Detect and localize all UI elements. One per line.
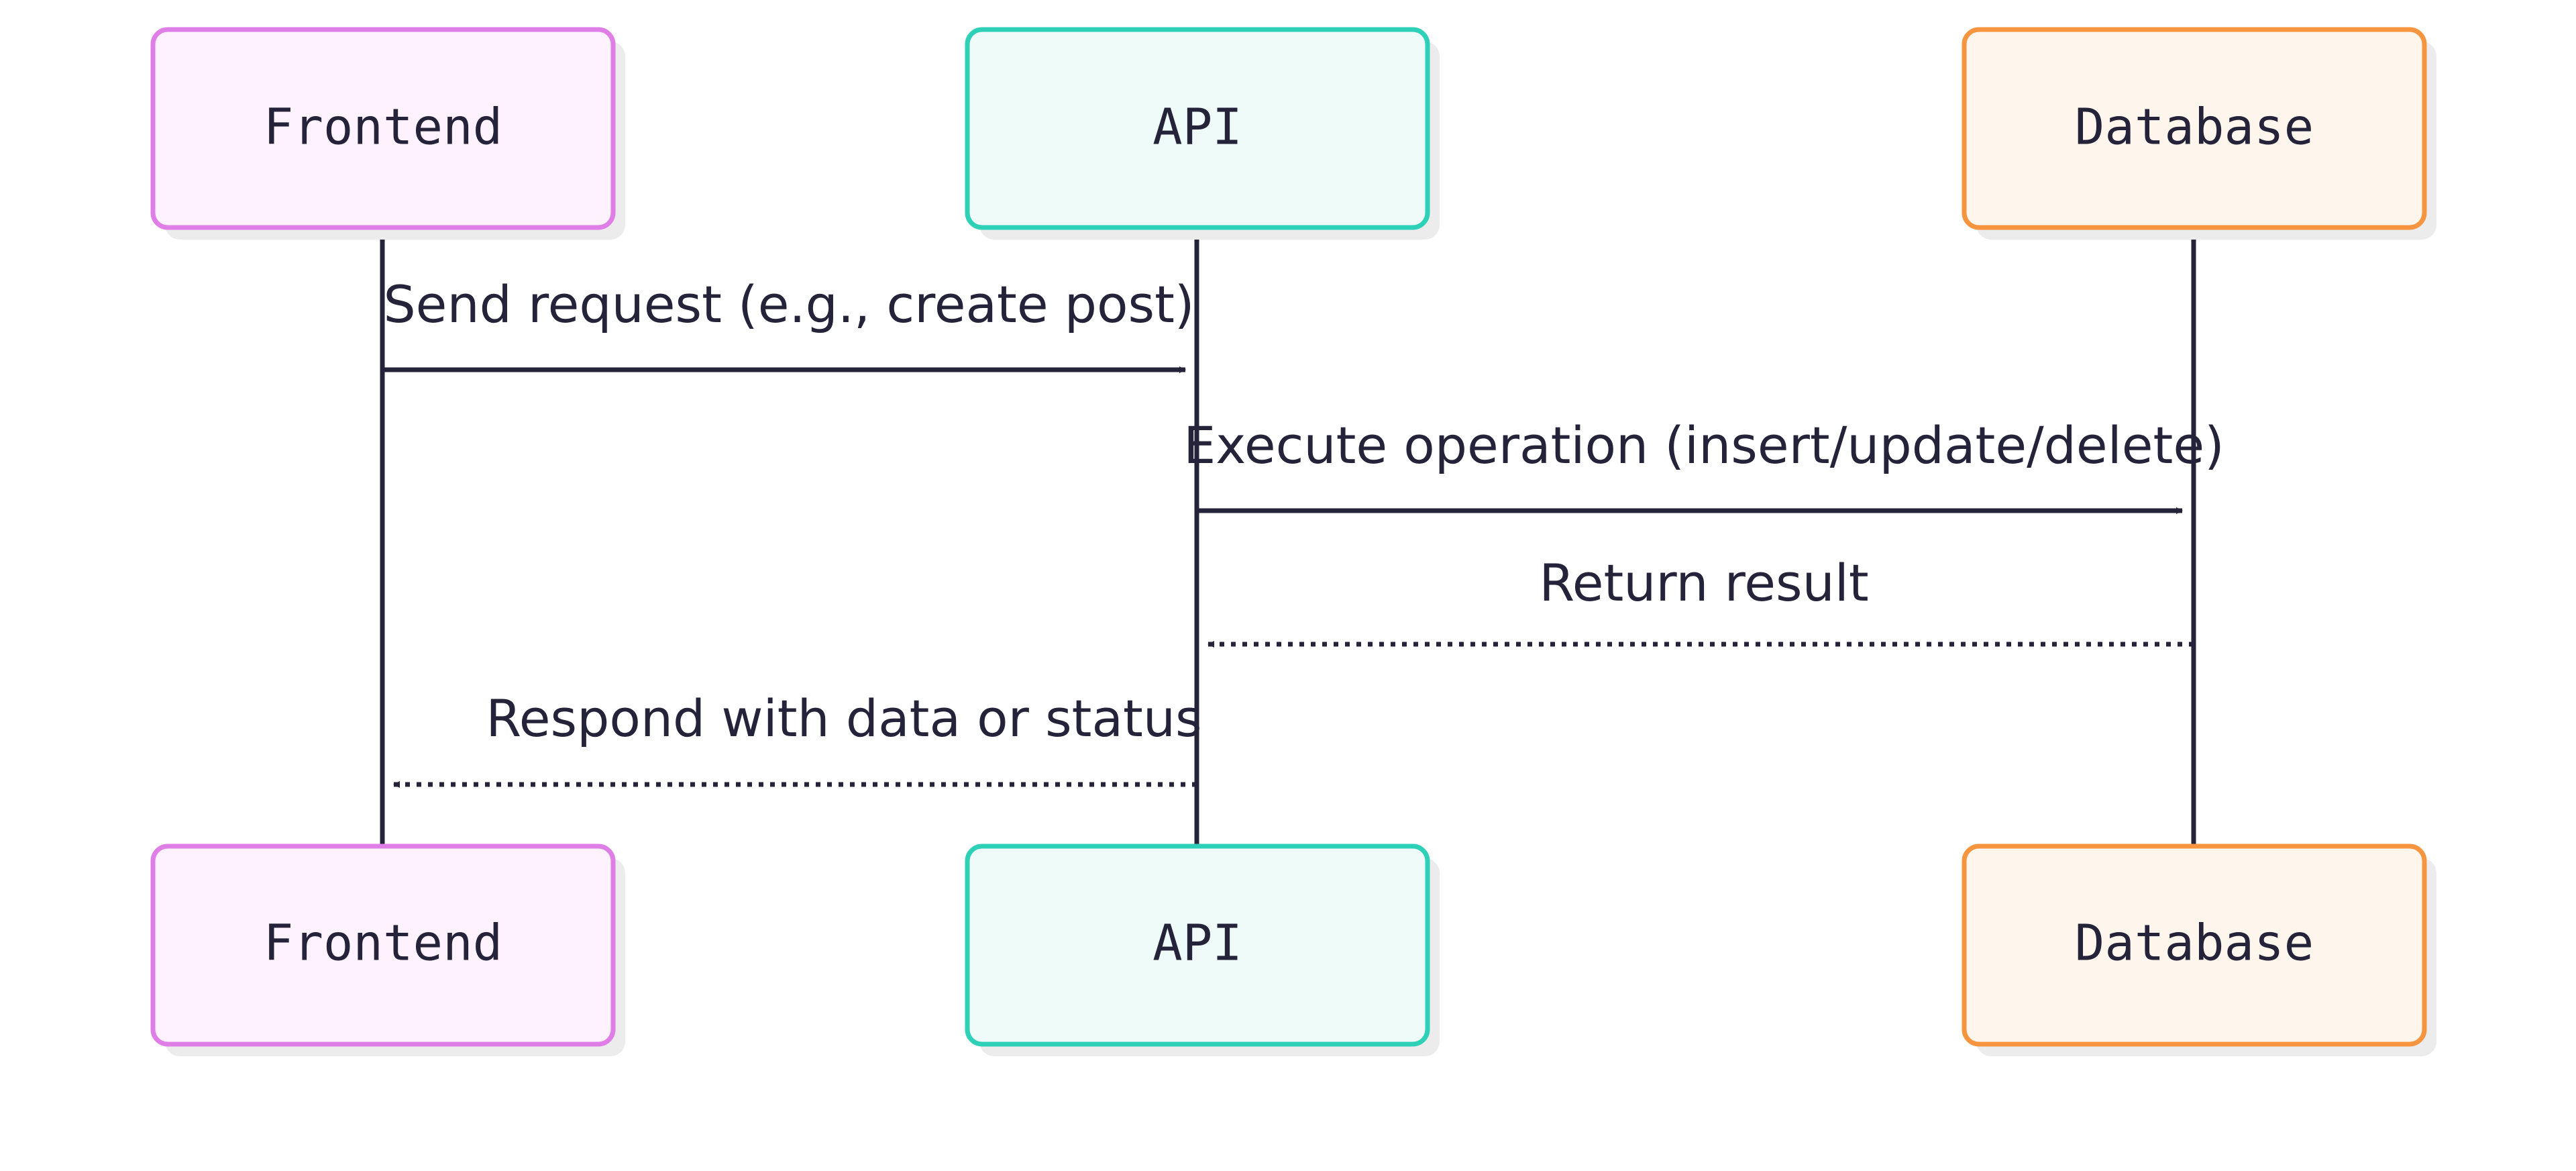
participant-label: Frontend [264, 915, 502, 972]
participant-api-bottom: API [965, 844, 1440, 1056]
message-4: Respond with data or status [393, 689, 1202, 788]
participant-label: Frontend [264, 99, 502, 156]
participant-box [1962, 27, 2427, 230]
message-label: Execute operation (insert/update/delete) [1183, 415, 2224, 475]
message-3: Return result [1208, 553, 2194, 648]
participant-label: Database [2075, 915, 2314, 972]
message-label: Send request (e.g., create post) [383, 274, 1194, 334]
message-2: Execute operation (insert/update/delete) [1183, 415, 2224, 514]
participant-database-top: Database [1962, 27, 2436, 240]
lifelines [380, 232, 2196, 849]
message-1: Send request (e.g., create post) [382, 274, 1195, 373]
message-label: Respond with data or status [486, 689, 1201, 748]
participant-label: Database [2075, 99, 2314, 156]
participant-frontend-top: Frontend [150, 27, 625, 240]
participant-box [1962, 844, 2427, 1047]
participant-box [965, 27, 1430, 230]
participant-database-bottom: Database [1962, 844, 2436, 1056]
message-label: Return result [1539, 553, 1868, 613]
participant-api-top: API [965, 27, 1440, 240]
participant-label: API [1152, 915, 1242, 972]
participant-box [150, 844, 616, 1047]
participant-frontend-bottom: Frontend [150, 844, 625, 1056]
participant-label: API [1152, 99, 1242, 156]
participant-box [965, 844, 1430, 1047]
participant-box [150, 27, 616, 230]
